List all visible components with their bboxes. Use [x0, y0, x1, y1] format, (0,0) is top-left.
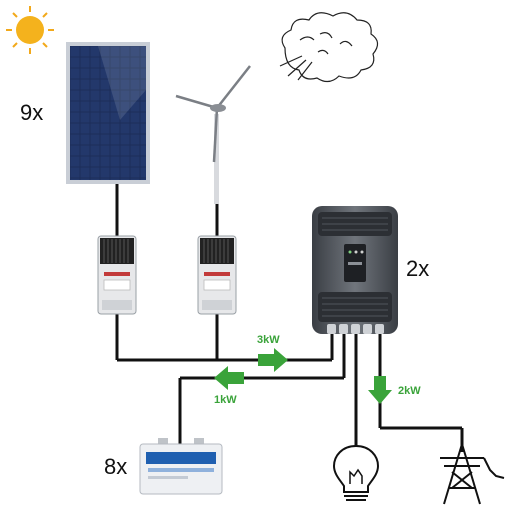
- charge-controller-icon: [197, 235, 237, 315]
- charge-controller-icon: [97, 235, 137, 315]
- sun-icon: [6, 6, 54, 54]
- flow-label-1kw: 1kW: [214, 394, 237, 406]
- flow-arrow-down: [368, 376, 392, 404]
- solar-panel-icon: [66, 42, 150, 184]
- solar-panel-count: 9x: [20, 100, 44, 125]
- battery-icon: [139, 438, 223, 495]
- inverter-icon: [312, 206, 398, 334]
- flow-label-2kw: 2kW: [398, 385, 421, 397]
- wind-cloud-icon: [279, 12, 379, 83]
- battery-count: 8x: [104, 454, 128, 479]
- inverter-count: 2x: [406, 256, 430, 281]
- wind-turbine-icon: [175, 65, 251, 204]
- flow-arrow-right: [258, 348, 288, 372]
- wiring: [115, 184, 464, 452]
- power-pylon-icon: [440, 443, 505, 505]
- light-bulb-icon: [332, 444, 380, 501]
- flow-arrow-left: [214, 366, 244, 390]
- flow-label-3kw: 3kW: [257, 334, 280, 346]
